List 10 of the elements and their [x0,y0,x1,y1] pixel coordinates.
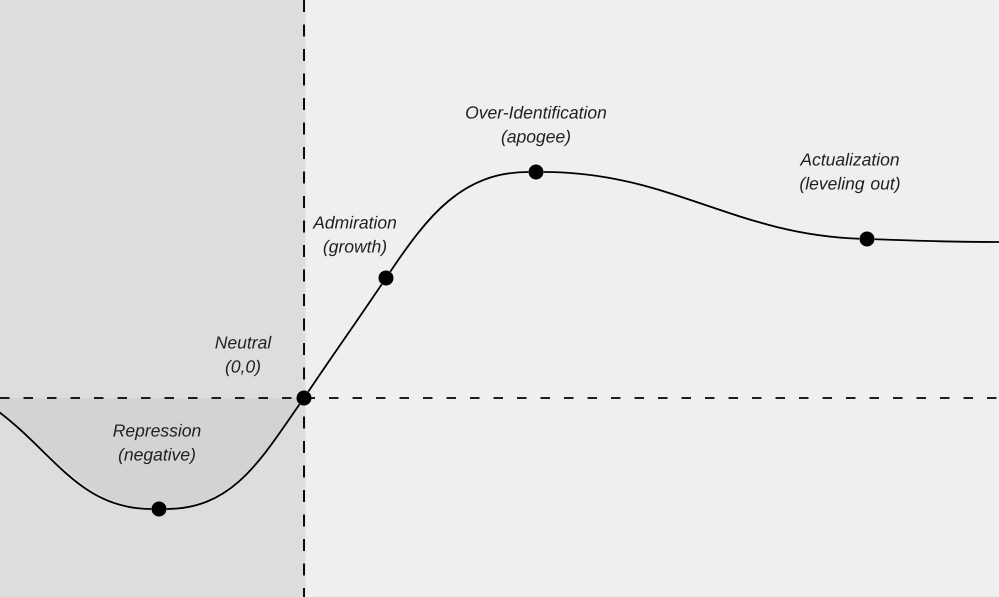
curve [308,284,382,392]
point-label: Neutral (0,0) [215,336,272,376]
point-label: Actualization (leveling out) [800,152,900,194]
curve [390,171,528,272]
curve [544,171,860,240]
point-label: Repression (negative) [113,424,200,464]
point-label: Admiration (growth) [312,216,396,256]
curve [874,238,999,243]
curve [166,404,300,510]
point-label: Over-Identification (apogee) [466,106,606,146]
